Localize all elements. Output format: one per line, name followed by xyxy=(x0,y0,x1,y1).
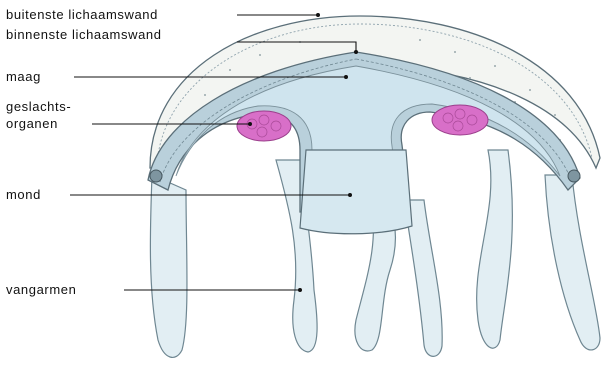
rhopalium-right xyxy=(568,170,580,182)
label-tentacles: vangarmen xyxy=(6,282,76,297)
oral-arm-left-outer xyxy=(150,175,187,357)
label-gonads-line1: geslachts- xyxy=(6,99,71,114)
label-inner-wall: binnenste lichaamswand xyxy=(6,27,162,42)
manubrium xyxy=(300,150,412,234)
rhopalium-left xyxy=(150,170,162,182)
label-stomach: maag xyxy=(6,69,41,84)
label-gonads-line2: organen xyxy=(6,116,58,131)
label-outer-wall: buitenste lichaamswand xyxy=(6,7,158,22)
oral-arm-right-b xyxy=(545,175,600,350)
label-mouth: mond xyxy=(6,187,41,202)
oral-arm-right-a xyxy=(477,150,513,348)
